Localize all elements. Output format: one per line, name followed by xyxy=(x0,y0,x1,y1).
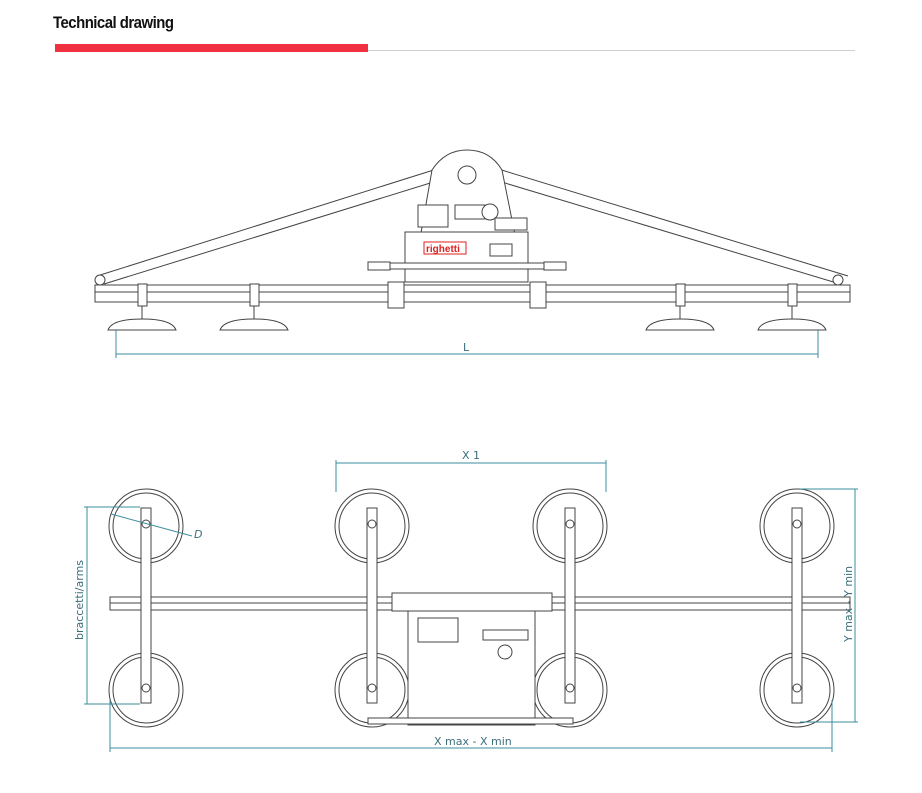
dimension-arms: braccetti/arms xyxy=(73,506,140,705)
title-divider xyxy=(368,50,855,51)
suction-cup xyxy=(107,283,177,331)
dimension-x1-label: X 1 xyxy=(462,449,480,462)
dimension-x1: X 1 xyxy=(335,449,607,492)
dimension-x: X max - X min xyxy=(109,700,833,752)
side-suction-cups xyxy=(107,283,827,331)
dimension-d-label: D xyxy=(194,528,202,541)
top-view: X 1 D braccetti/arms Y max - Y min X max… xyxy=(73,449,858,752)
control-box xyxy=(404,231,529,283)
logo xyxy=(423,241,467,255)
suction-cup xyxy=(219,283,289,331)
dimension-d: D xyxy=(110,513,202,541)
suction-cup xyxy=(645,283,715,331)
beam xyxy=(94,284,851,303)
dimension-y: Y max - Y min xyxy=(800,488,858,723)
dimension-y-label: Y max - Y min xyxy=(842,566,855,643)
suction-cup xyxy=(757,283,827,331)
dimension-arms-label: braccetti/arms xyxy=(73,560,86,640)
triangle-frame xyxy=(94,167,849,286)
logo-text: righetti xyxy=(426,244,460,255)
section-title: Technical drawing xyxy=(53,13,174,32)
dimension-x-label: X max - X min xyxy=(434,735,512,748)
arms xyxy=(140,507,803,704)
dimension-l: L xyxy=(115,330,819,358)
dimension-l-label: L xyxy=(463,341,470,354)
title-accent-bar xyxy=(55,44,368,52)
side-view: righetti L xyxy=(94,149,851,358)
